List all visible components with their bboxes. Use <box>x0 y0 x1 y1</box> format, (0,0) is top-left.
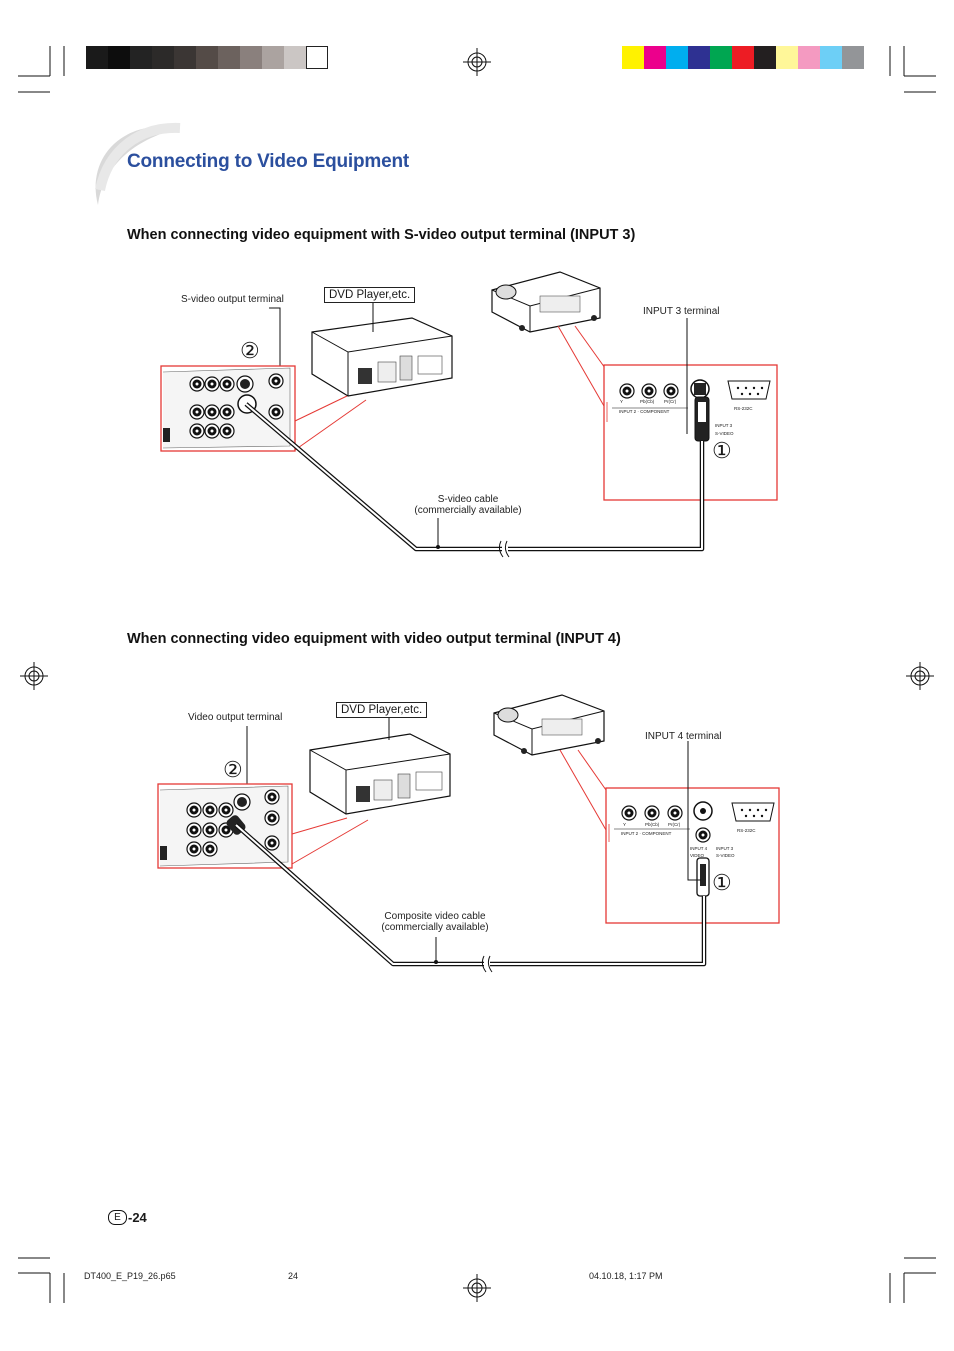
calibration-swatch <box>754 46 776 69</box>
section1-cable-label-line1: S-video cable <box>437 494 499 505</box>
section1-output-label: S-video output terminal <box>181 294 284 305</box>
section2-diagram <box>157 694 780 973</box>
color-calibration-strip <box>622 46 864 69</box>
calibration-swatch <box>218 46 240 69</box>
calibration-swatch <box>622 46 644 69</box>
registration-mark-bottom <box>462 1273 492 1303</box>
panel2-input2-label: INPUT 2 · COMPONENT <box>621 831 672 836</box>
calibration-swatch <box>86 46 108 69</box>
crop-marks <box>18 46 936 1303</box>
panel1-input3-label: INPUT 3 <box>715 423 733 428</box>
panel2-input3-label: INPUT 3 <box>716 846 734 851</box>
section1-cable-label-line2: (commercially available) <box>414 505 522 516</box>
section2-step-2-marker: ② <box>223 757 243 782</box>
section2-heading: When connecting video equipment with vid… <box>127 631 621 647</box>
panel2-svideo-label: S-VIDEO <box>716 853 735 858</box>
calibration-swatch <box>732 46 754 69</box>
panel1-rs232-label: RS-232C <box>734 406 753 411</box>
calibration-swatch <box>820 46 842 69</box>
page-number: E -24 <box>108 1210 147 1225</box>
footer-filename: DT400_E_P19_26.p65 <box>84 1271 176 1281</box>
registration-mark-top <box>462 47 492 77</box>
calibration-swatch <box>262 46 284 69</box>
section1-cable-label: S-video cable (commercially available) <box>408 494 528 516</box>
calibration-swatch <box>776 46 798 69</box>
section2-output-label: Video output terminal <box>188 712 283 723</box>
section1-step-2-marker: ② <box>240 338 260 363</box>
calibration-swatch <box>798 46 820 69</box>
calibration-swatch <box>108 46 130 69</box>
calibration-swatch <box>842 46 864 69</box>
registration-mark-right <box>905 661 935 691</box>
section1-input-label: INPUT 3 terminal <box>643 306 720 317</box>
panel2-pr-label: Pr(Cr) <box>668 822 681 827</box>
page-number-value: -24 <box>128 1210 147 1225</box>
calibration-swatch <box>710 46 732 69</box>
section2-cable-label-line1: Composite video cable <box>384 911 486 922</box>
calibration-swatch <box>644 46 666 69</box>
calibration-swatch <box>688 46 710 69</box>
calibration-swatch <box>666 46 688 69</box>
grayscale-calibration-strip <box>86 46 328 69</box>
panel1-pr-label: Pr(Cr) <box>664 399 677 404</box>
calibration-swatch <box>284 46 306 69</box>
calibration-swatch <box>130 46 152 69</box>
calibration-swatch <box>152 46 174 69</box>
title-swoosh-decoration <box>95 126 180 205</box>
section1-device-label: DVD Player,etc. <box>324 287 416 303</box>
panel2-input4-label: INPUT 4 <box>690 846 708 851</box>
panel1-input2-label: INPUT 2 · COMPONENT <box>619 409 670 414</box>
section1-diagram <box>160 271 778 558</box>
section2-cable-label: Composite video cable (commercially avai… <box>368 911 502 933</box>
panel1-y-label: Y <box>620 399 624 404</box>
registration-mark-left <box>19 661 49 691</box>
panel2-y-label: Y <box>623 822 627 827</box>
calibration-swatch <box>174 46 196 69</box>
calibration-swatch <box>196 46 218 69</box>
footer-date: 04.10.18, 1:17 PM <box>589 1271 663 1281</box>
calibration-swatch <box>306 46 328 69</box>
projector-illustration-2 <box>493 694 605 756</box>
section2-device-label: DVD Player,etc. <box>336 702 428 718</box>
language-badge: E <box>108 1210 127 1225</box>
section2-cable-label-line2: (commercially available) <box>381 922 489 933</box>
dvd-player-illustration <box>311 317 453 397</box>
panel2-rs232-label: RS-232C <box>737 828 756 833</box>
panel1-svideo-label: S-VIDEO <box>715 431 734 436</box>
section1-heading: When connecting video equipment with S-v… <box>127 227 636 243</box>
panel1-pb-label: Pb(Cb) <box>640 399 655 404</box>
section2-step-1-marker: ① <box>712 870 732 895</box>
page-title: Connecting to Video Equipment <box>127 151 410 172</box>
panel2-video-label: VIDEO <box>690 853 705 858</box>
projector-illustration <box>491 271 601 333</box>
calibration-swatch <box>240 46 262 69</box>
dvd-player-illustration-2 <box>309 733 451 815</box>
footer-page: 24 <box>288 1271 299 1281</box>
panel2-pb-label: Pb(Cb) <box>645 822 660 827</box>
section1-step-1-marker: ① <box>712 438 732 463</box>
section2-input-label: INPUT 4 terminal <box>645 731 722 742</box>
